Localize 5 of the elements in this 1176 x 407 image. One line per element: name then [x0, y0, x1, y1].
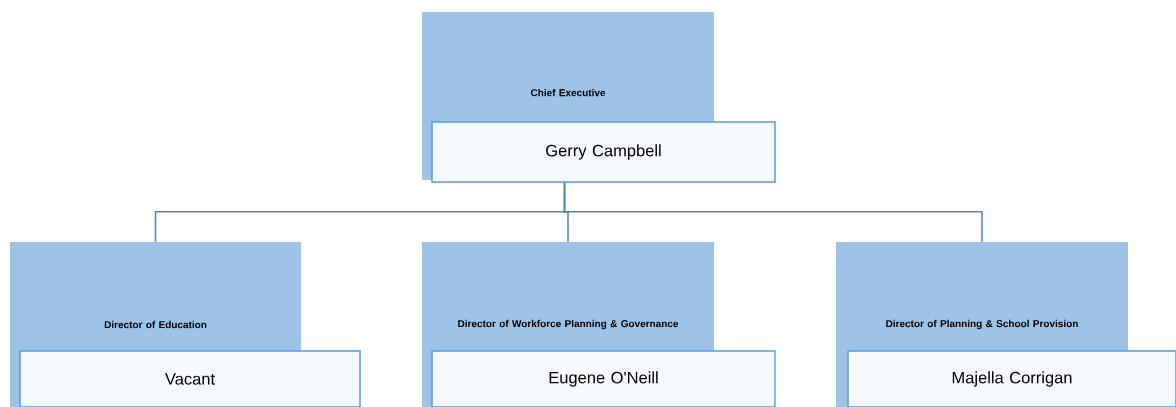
name-box: Majella Corrigan	[847, 350, 1176, 407]
name-box: Vacant	[19, 350, 361, 407]
name-box: Eugene O'Neill	[431, 350, 776, 407]
connector	[563, 182, 983, 243]
name-box: Gerry Campbell	[431, 121, 776, 183]
